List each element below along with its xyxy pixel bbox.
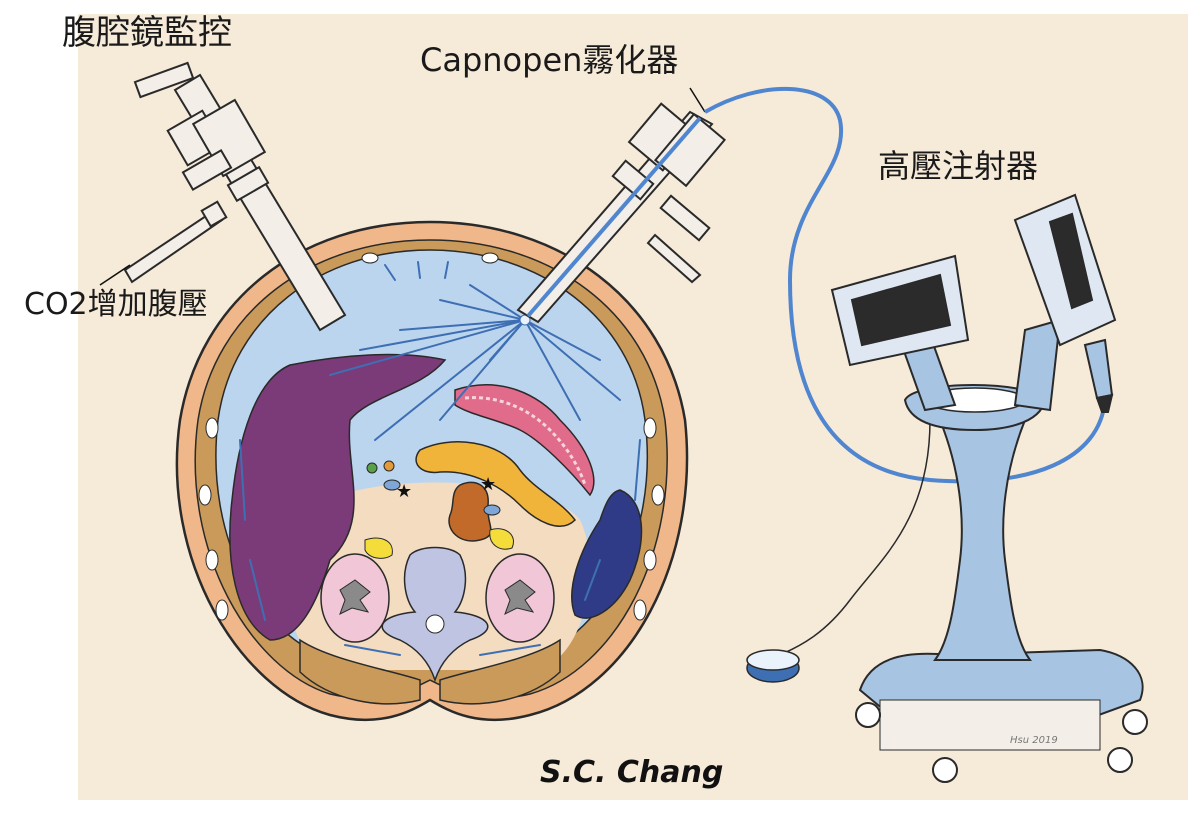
co2-pointer-line — [99, 264, 131, 286]
injector-column — [933, 419, 1032, 661]
abdomen-cross-section: ★ ★ — [175, 220, 689, 722]
back-muscle-right — [439, 638, 561, 705]
injector-base-frame — [879, 699, 1101, 751]
artist-signature: S.C. Chang — [540, 755, 724, 790]
capnopen-pointer-line — [689, 87, 706, 113]
pressure-sensor — [746, 649, 800, 683]
star-marker-right: ★ — [480, 474, 496, 495]
injector-machine — [830, 193, 1148, 783]
laparoscope-trocar — [123, 61, 347, 332]
laparoscope-monitor-label: 腹腔鏡監控 — [62, 13, 232, 53]
syringe-arm — [1013, 318, 1062, 412]
sensor-cable — [779, 419, 931, 656]
stomach-lining — [464, 396, 587, 486]
liver — [229, 353, 447, 641]
spinal-canal — [425, 614, 445, 634]
back-muscle-left — [299, 638, 421, 705]
vessel-blue-right — [483, 504, 501, 516]
vessel-green — [366, 462, 378, 474]
small-signature-scribble: Hsu 2019 — [1010, 735, 1058, 746]
high-pressure-tube — [703, 87, 1107, 484]
stomach — [454, 384, 595, 497]
aerosol-flow-arrows — [239, 261, 641, 656]
adrenal-right — [489, 528, 514, 550]
wheels — [855, 702, 1148, 783]
capnopen-nebulizer — [516, 102, 727, 324]
syringe-tip — [1095, 393, 1114, 413]
monitor-screen — [850, 273, 952, 347]
co2-pressure-label: CO2增加腹壓 — [24, 287, 208, 322]
syringe-window — [1048, 212, 1094, 310]
fat-pads — [198, 252, 665, 621]
aorta — [448, 481, 492, 542]
vessel-blue-left — [383, 479, 401, 491]
adrenal-left — [364, 537, 393, 559]
kidney-right-pelvis — [504, 579, 536, 616]
capnopen-nebulizer-label: Capnopen霧化器 — [420, 41, 679, 79]
kidney-left-pelvis — [339, 579, 371, 616]
vertebra — [381, 546, 489, 683]
star-marker-left: ★ — [396, 481, 412, 502]
pancreas — [415, 441, 576, 527]
vessel-orange — [383, 460, 395, 472]
high-pressure-injector-label: 高壓注射器 — [878, 147, 1039, 185]
